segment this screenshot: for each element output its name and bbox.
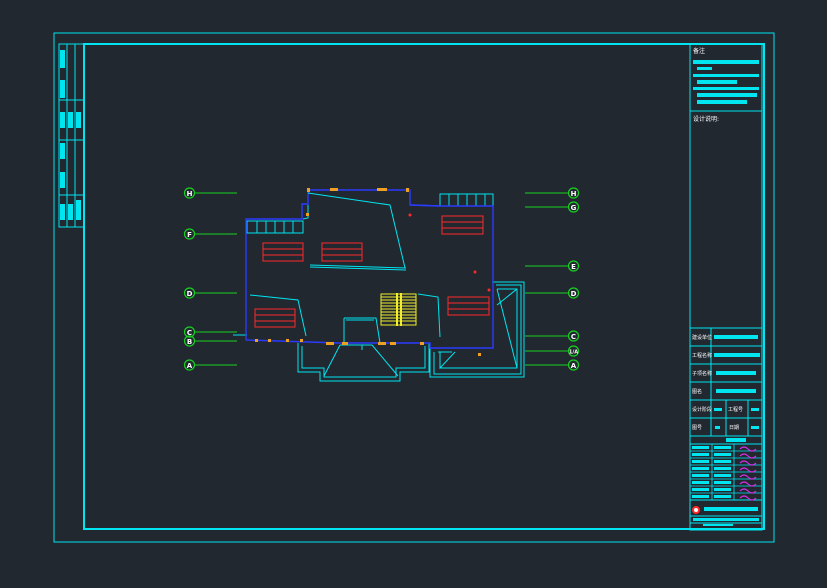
axis-label: A [187,362,193,370]
design-note-label: 设计说明: [693,115,719,123]
axis-marker-left-c[interactable]: C [183,326,238,338]
furniture-blocks [254,213,491,328]
field-label-date: 日期 [729,425,739,431]
building-walls [245,189,494,349]
axis-marker-left-f[interactable]: F [183,228,238,240]
title-block-info-rows: 建设单位 工程名称 子项名称 图名 设计阶段 图号 工程号 日期 [690,328,762,437]
axis-marker-left-d[interactable]: D [183,287,238,299]
axis-label: H [187,190,193,198]
axis-marker-right-e[interactable]: E [525,260,580,272]
columns [255,188,481,356]
field-value-bars [714,335,760,429]
furniture-block-1 [262,242,304,262]
axis-label: C [571,333,576,341]
interior-partitions [249,192,452,353]
axis-label: A [571,362,577,370]
axis-marker-left-b[interactable]: B [183,335,238,347]
company-row [690,506,762,526]
field-label-client: 建设单位 [692,334,712,341]
axis-marker-right-d[interactable]: D [525,287,580,299]
axis-label: G [571,204,577,212]
axis-marker-right-a[interactable]: A [525,359,580,371]
inner-border [83,43,765,530]
furniture-block-2 [321,242,363,262]
axis-label: B [187,338,192,346]
sheet-frame [53,32,775,543]
axis-label: 1/A [569,350,578,356]
axis-marker-right-h[interactable]: H [525,187,580,199]
axis-label: F [187,231,192,239]
furniture-block-4 [254,308,296,328]
axis-label: D [571,290,577,298]
balcony-railings [246,193,494,234]
furniture-block-3 [441,215,484,235]
terrace-outlines [233,281,525,382]
remarks-label: 备注 [693,47,705,55]
company-seal-icon [692,506,700,514]
signature-table [690,438,762,501]
staircase [380,293,417,326]
field-label-subitem: 子项名称 [692,370,712,377]
furniture-block-5 [447,296,490,316]
signature-marks [739,446,757,501]
axis-label: H [571,190,577,198]
field-label-drawing-number: 图号 [692,425,702,431]
axis-marker-right-1a[interactable]: 1/A [525,345,580,357]
axis-label: D [187,290,193,298]
field-label-drawing-name: 图名 [692,388,702,395]
field-label-job-number: 工程号 [728,406,743,413]
field-label-project: 工程名称 [692,352,712,359]
grid-axes-left: H F D C B A [183,187,238,371]
axis-marker-left-a[interactable]: A [183,359,238,371]
grid-axes-right: H G E D C 1/A A [525,187,580,371]
axis-label: C [187,329,192,337]
remarks-lines [693,60,759,104]
field-label-design-stage: 设计阶段 [692,406,712,413]
axis-marker-right-g[interactable]: G [525,201,580,213]
outer-border [53,32,775,543]
floor-plan [233,188,525,382]
axis-marker-left-h[interactable]: H [183,187,238,199]
left-binding-strip [58,43,85,228]
axis-marker-right-c[interactable]: C [525,330,580,342]
title-block: 备注 设计说明: 建设单位 工程名称 子项名称 图名 设计阶段 [689,43,763,531]
axis-label: E [571,263,576,271]
